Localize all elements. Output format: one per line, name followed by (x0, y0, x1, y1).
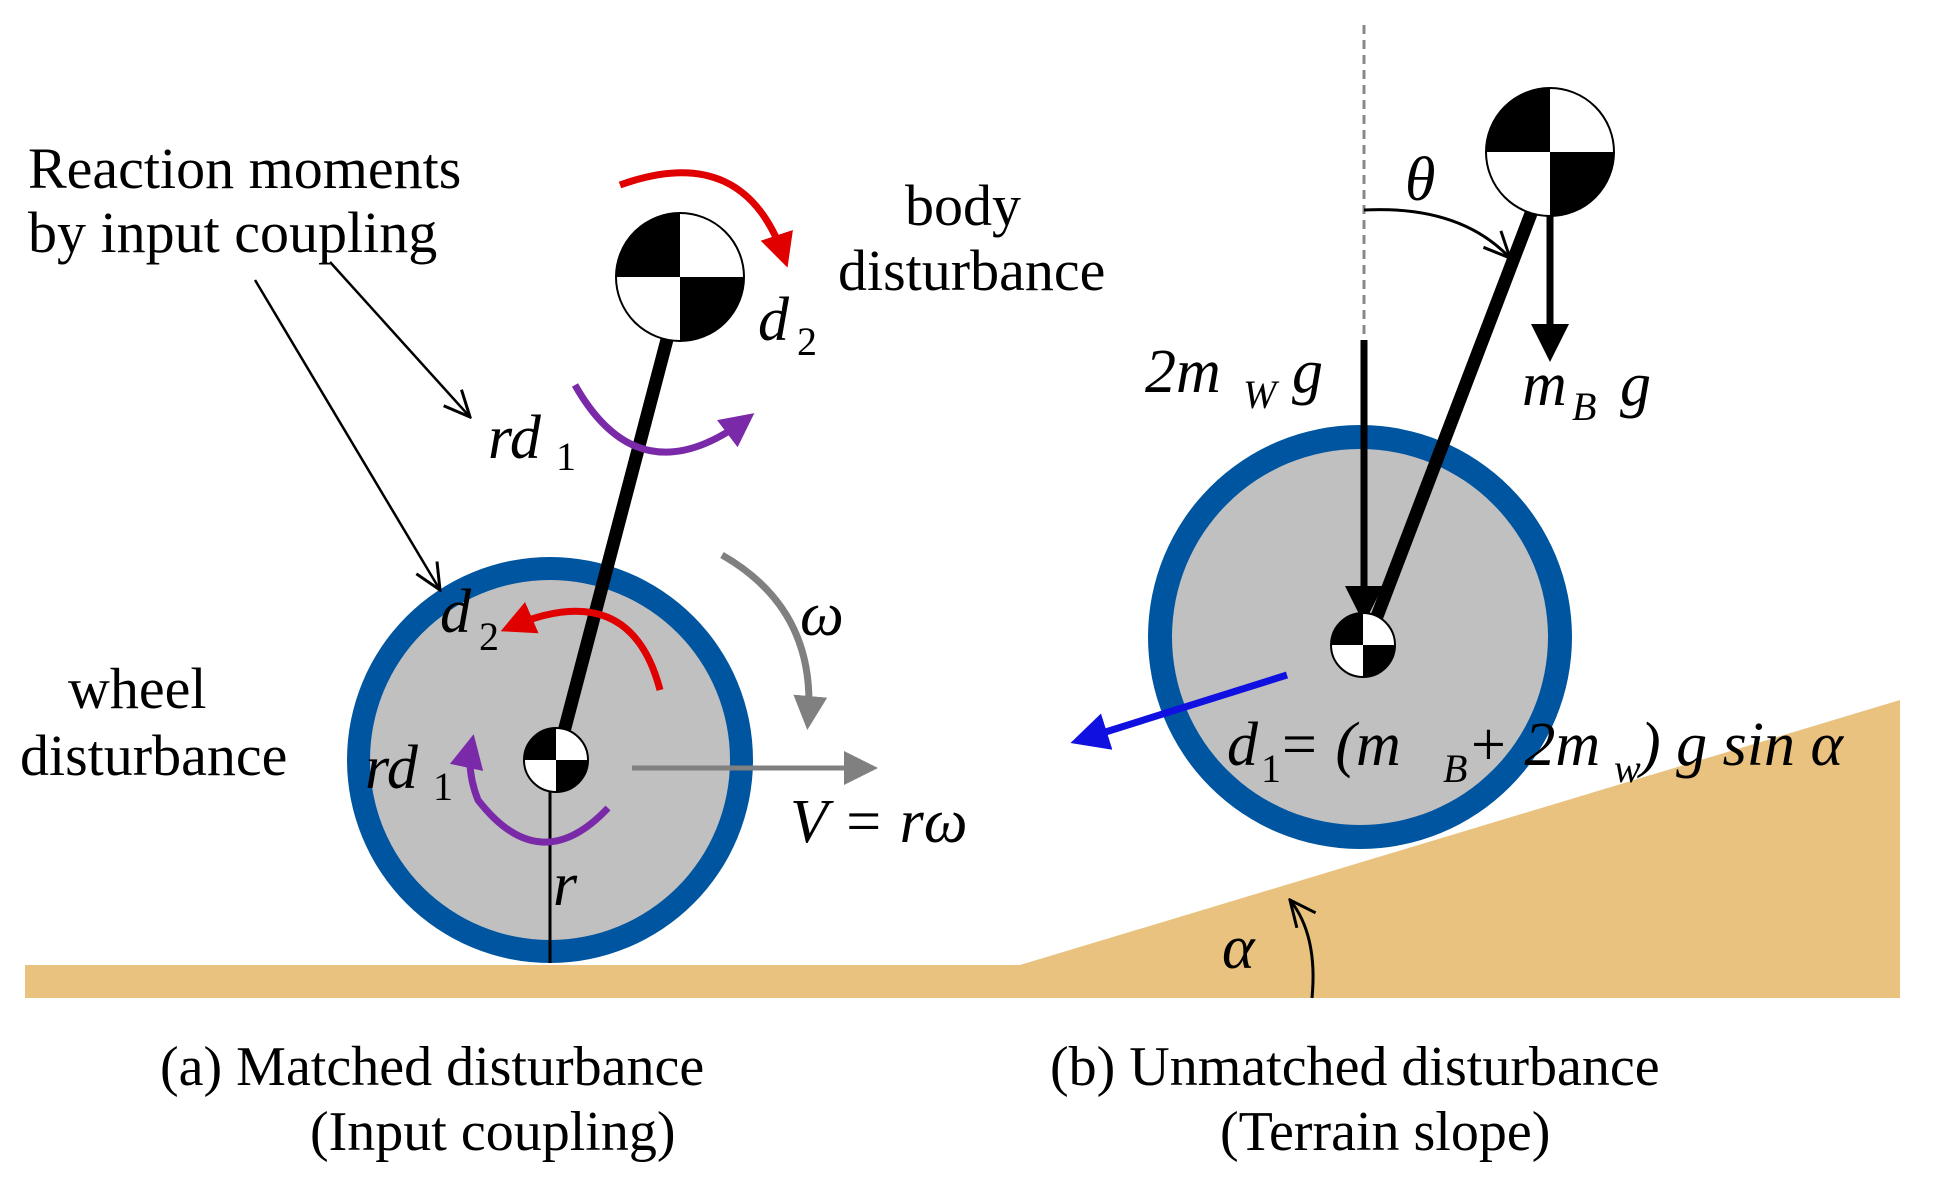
label-rd1-upper: rd 1 (488, 404, 576, 479)
theta-arc (1363, 208, 1510, 258)
wheel-center-icon-b (1330, 612, 1396, 678)
panel-a: Reaction moments by input coupling body … (20, 136, 1105, 1163)
svg-text:) g sin α: ) g sin α (1637, 711, 1845, 779)
svg-text:B: B (1572, 384, 1596, 429)
ground (25, 700, 1900, 998)
svg-text:g: g (1292, 338, 1323, 406)
body-mass-icon-b (1485, 87, 1615, 217)
svg-text:+ 2m: + 2m (1467, 711, 1600, 779)
svg-text:g: g (1620, 351, 1651, 419)
body-rod-b (1361, 187, 1547, 643)
svg-text:rd: rd (365, 734, 419, 802)
annotation-reaction-line1: Reaction moments (28, 136, 461, 201)
svg-text:w: w (1614, 746, 1641, 791)
annotation-pointer-upper (329, 261, 470, 417)
body-rod-a (549, 288, 687, 764)
caption-a-line2: (Input coupling) (310, 1101, 675, 1163)
body-disturbance-line2: disturbance (838, 238, 1105, 303)
terrain-slope (1020, 700, 1900, 998)
label-velocity: V = rω (790, 788, 968, 856)
caption-b-line2: (Terrain slope) (1220, 1101, 1550, 1163)
body-disturbance-line1: body (905, 173, 1021, 238)
annotation-reaction-line2: by input coupling (28, 200, 437, 265)
svg-text:2: 2 (797, 319, 817, 364)
wheel-disturbance-arrow (500, 602, 664, 691)
label-rd1-lower: rd 1 (365, 734, 453, 809)
svg-text:= (m: = (m (1278, 711, 1401, 779)
ground-flat (25, 965, 1020, 998)
reaction-moment-upper-arrow (571, 383, 755, 456)
caption-a-line1: (a) Matched disturbance (160, 1036, 704, 1098)
svg-text:1: 1 (433, 764, 453, 809)
svg-text:1: 1 (1261, 746, 1281, 791)
label-body-weight: m B g (1522, 351, 1651, 429)
body-disturbance-arrow (618, 169, 793, 268)
alpha-arc (1290, 900, 1313, 999)
caption-b-line1: (b) Unmatched disturbance (1050, 1036, 1660, 1098)
svg-text:W: W (1243, 372, 1280, 417)
svg-text:1: 1 (556, 434, 576, 479)
svg-text:B: B (1443, 746, 1467, 791)
svg-text:rd: rd (488, 404, 542, 472)
annotation-pointer-lower (253, 279, 440, 590)
svg-text:m: m (1522, 351, 1567, 419)
omega-arrow (720, 551, 828, 730)
svg-text:2: 2 (479, 614, 499, 659)
label-d2-body: d 2 (758, 286, 817, 364)
reaction-moment-lower-arrow (449, 734, 611, 846)
label-theta: θ (1405, 146, 1435, 214)
label-d2-wheel: d 2 (440, 578, 499, 659)
wheel-disturbance-line1: wheel (68, 656, 207, 721)
body-mass-icon-a (615, 212, 745, 342)
label-omega: ω (800, 581, 844, 649)
wheel-center-icon-a (523, 727, 589, 793)
svg-text:d: d (440, 578, 472, 646)
label-wheel-weight: 2m W g (1145, 338, 1323, 417)
label-slope-force: d 1 = (m B + 2m w ) g sin α (1227, 711, 1845, 791)
label-alpha: α (1222, 914, 1256, 982)
label-radius: r (553, 851, 578, 919)
svg-text:d: d (758, 286, 790, 354)
slope-force-arrow (1070, 671, 1289, 750)
svg-text:d: d (1227, 711, 1259, 779)
wheel-disturbance-line2: disturbance (20, 723, 287, 788)
svg-text:2m: 2m (1145, 338, 1221, 406)
panel-b: θ 2m W g m B g d 1 = (m B + 2m w ) g sin… (1050, 25, 1845, 1163)
